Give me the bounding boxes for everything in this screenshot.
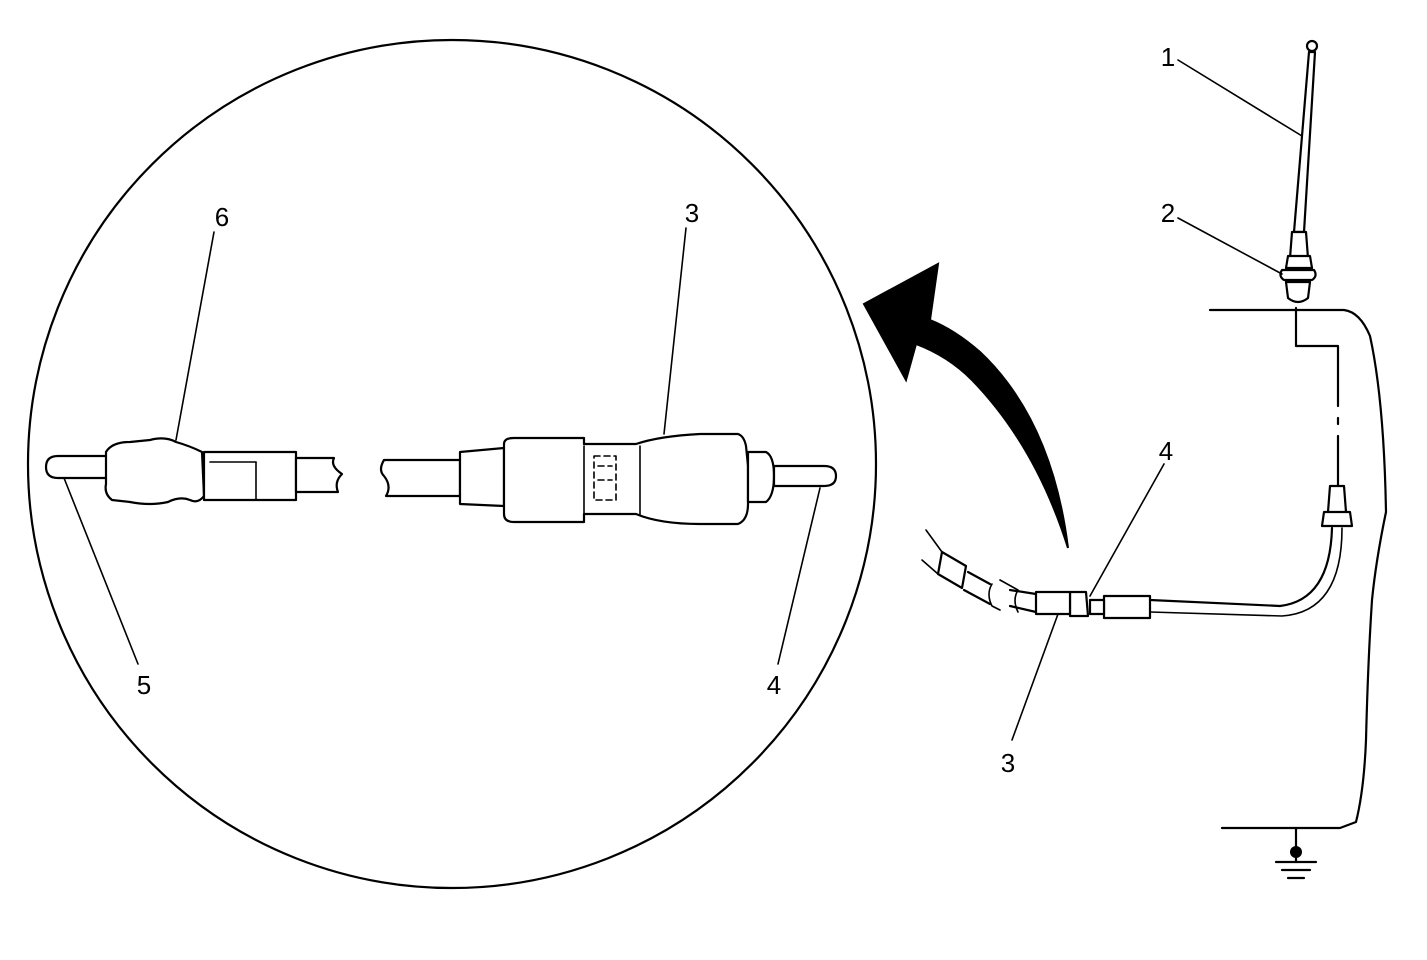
left-cable-stub bbox=[294, 456, 344, 494]
leader-2 bbox=[1177, 217, 1283, 275]
detail-circle bbox=[26, 38, 878, 890]
body-panel-outline bbox=[1208, 308, 1388, 830]
leader-6 bbox=[175, 231, 215, 441]
left-plug-tip bbox=[44, 454, 110, 480]
antenna-jack-tip bbox=[1088, 598, 1106, 616]
callout-4-detail: 4 bbox=[767, 670, 781, 700]
left-plug-ferrule bbox=[202, 450, 298, 502]
left-plug bbox=[44, 437, 344, 506]
callout-3-detail: 3 bbox=[685, 198, 699, 228]
right-jack-window bbox=[593, 455, 617, 501]
antenna-lead bbox=[1294, 306, 1340, 408]
antenna-assembly: 1 2 4 3 bbox=[921, 39, 1388, 880]
leader-4-main bbox=[1089, 463, 1165, 597]
radio-cable-wire bbox=[921, 529, 943, 575]
leader-3-detail bbox=[663, 227, 687, 435]
callout-5: 5 bbox=[137, 670, 151, 700]
cable-break-marks bbox=[988, 579, 1019, 613]
callout-1: 1 bbox=[1161, 42, 1175, 72]
antenna-base bbox=[1279, 254, 1317, 304]
radio-cable bbox=[1008, 588, 1038, 614]
right-jack-tip bbox=[772, 464, 838, 488]
curved-arrow-icon bbox=[862, 262, 1069, 549]
right-jack-nut bbox=[746, 450, 776, 504]
right-jack-body bbox=[502, 432, 750, 526]
callout-6: 6 bbox=[215, 202, 229, 232]
antenna-jack-sleeve bbox=[1102, 594, 1152, 620]
detail-view: 6 3 5 4 bbox=[26, 38, 878, 890]
antenna-cable-inner bbox=[1149, 527, 1343, 617]
radio-cable-end bbox=[936, 550, 968, 590]
ground-symbol-icon bbox=[1274, 846, 1318, 880]
leader-3-main bbox=[1011, 613, 1059, 741]
antenna-mast-tip bbox=[1305, 39, 1319, 53]
right-jack bbox=[379, 432, 838, 526]
radio-cable-far bbox=[962, 570, 992, 606]
leader-4-detail bbox=[777, 487, 821, 665]
radio-plug-body bbox=[1034, 590, 1072, 616]
callout-3-main: 3 bbox=[1001, 748, 1015, 778]
callout-4-main: 4 bbox=[1159, 436, 1173, 466]
antenna-mast bbox=[1292, 50, 1317, 234]
leader-5 bbox=[63, 477, 139, 665]
antenna-cable bbox=[1148, 526, 1334, 608]
right-cable-stub bbox=[379, 458, 462, 498]
left-plug-body bbox=[104, 437, 206, 506]
antenna-mast-lower bbox=[1288, 230, 1310, 260]
right-jack-collar bbox=[458, 446, 506, 508]
radio-plug-nut bbox=[1068, 590, 1090, 618]
leader-1 bbox=[1177, 59, 1303, 137]
lead-connector bbox=[1320, 484, 1354, 528]
callout-2: 2 bbox=[1161, 198, 1175, 228]
